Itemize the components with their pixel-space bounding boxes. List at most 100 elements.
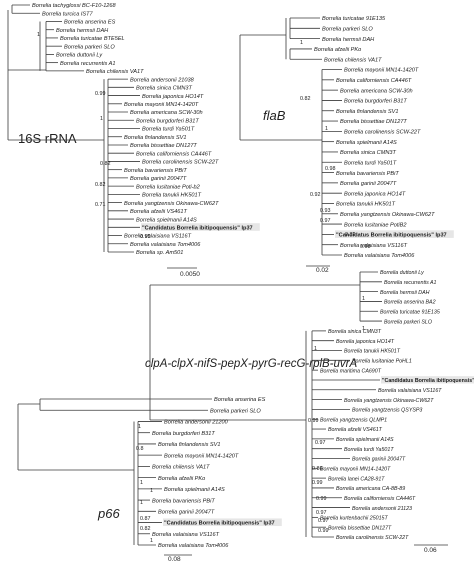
- support-value-flab: 0.98: [325, 166, 336, 172]
- taxon-label-flab: Borrelia carolinensis SCW-22T: [344, 130, 421, 136]
- taxon-label-mlsa: Borrelia kurtenbachii 25015T: [320, 516, 388, 522]
- taxon-label-flab: Borrelia parkeri SLO: [322, 27, 373, 33]
- taxon-label-16s: Borrelia bavariensis PBiT: [124, 168, 187, 174]
- taxon-label-16s: Borrelia turicatae BTE5EL: [60, 36, 125, 42]
- support-value-mlsa: 0.99: [318, 528, 329, 534]
- support-value-p66: 1: [140, 480, 143, 486]
- taxon-label-16s: Borrelia chilensis VA1T: [86, 69, 144, 75]
- taxon-label-mlsa: Borrelia tanukii HK501T: [344, 349, 401, 355]
- scale-label-flab: 0.02: [316, 267, 329, 274]
- taxon-label-flab: Borrelia sinica CMN3T: [340, 150, 397, 156]
- taxon-label-flab: Borrelia tanukii HK501T: [336, 202, 396, 208]
- taxon-label-mlsa: Borrelia parkeri SLO: [384, 319, 432, 325]
- taxon-label-16s: Borrelia bissettiae DN127T: [130, 143, 197, 149]
- taxon-label-16s: Borrelia garinii 20047T: [130, 176, 187, 182]
- support-value-mlsa: 0.99: [312, 480, 323, 486]
- taxon-label-flab: Borrelia californiensis CA446T: [336, 78, 412, 84]
- support-value-mlsa: 1: [362, 326, 365, 332]
- taxon-label-16s: Borrelia carolinensis SCW-22T: [142, 160, 219, 166]
- support-value-p66: 1: [150, 488, 153, 494]
- taxon-label-flab: Borrelia turdi Ya501T: [344, 160, 397, 166]
- scale-label-p66: 0.08: [168, 556, 181, 563]
- scale-label-mlsa: 0.06: [424, 547, 437, 554]
- taxon-label-mlsa: Borrelia americana CA-8B-89: [336, 486, 405, 492]
- support-value-flab: 0.93: [320, 208, 331, 214]
- taxon-label-16s: Borrelia parkeri SLO: [64, 44, 115, 50]
- panel-title-16s: 16S rRNA: [18, 131, 77, 146]
- taxon-label-16s: Borrelia tachyglossi BC-F10-1268: [32, 3, 117, 9]
- taxon-label-mlsa: Borrelia turicatae 91E135: [380, 309, 440, 315]
- support-value-flab: 0.82: [300, 96, 311, 102]
- support-value-p66: 1: [138, 424, 141, 430]
- support-value-mlsa: 1: [362, 296, 365, 302]
- support-value-p66: 0.8: [136, 446, 144, 452]
- support-value-mlsa: 0.97: [315, 440, 326, 446]
- taxon-label-mlsa: Borrelia hermsii DAH: [380, 290, 430, 296]
- support-value-flab: 1: [300, 40, 303, 46]
- taxon-label-16s: Borrelia finlandensis SV1: [124, 135, 187, 141]
- highlight-box-p66: [163, 518, 282, 527]
- panel-title-p66: p66: [97, 506, 120, 521]
- support-value-16s: 0.82: [95, 182, 106, 188]
- support-value-16s: 0.71: [95, 202, 106, 208]
- support-value-flab: 0.97: [320, 218, 331, 224]
- support-value-16s: 1: [37, 32, 40, 38]
- taxon-label-flab: Borrelia valaisiana VS116T: [340, 243, 408, 249]
- taxon-label-16s: Borrelia andersonii 21038: [130, 77, 195, 83]
- support-value-mlsa: 0.99: [316, 496, 327, 502]
- support-value-flab: 0.98: [360, 244, 371, 250]
- support-value-16s: 0.82: [100, 161, 111, 167]
- panel-title-mlsa: clpA-clpX-nifS-pepX-pyrG-recG-rplB-uvrA: [145, 358, 357, 370]
- taxon-label-flab: Borrelia lusitaniae PotiB2: [344, 222, 407, 228]
- taxon-label-16s: Borrelia yangtzensis Okinawa-CW62T: [124, 201, 219, 207]
- support-value-p66: 1: [140, 500, 143, 506]
- taxon-label-16s: Borrelia recurrentis A1: [60, 61, 115, 67]
- taxon-label-p66: Borrelia garinii 20047T: [158, 510, 215, 516]
- support-value-mlsa: 1: [314, 346, 317, 352]
- support-value-p66: 1: [150, 538, 153, 544]
- taxon-label-p66: Borrelia bavariensis PBiT: [152, 498, 215, 504]
- taxon-label-mlsa: Borrelia maritima CA690T: [320, 368, 382, 374]
- taxon-label-flab: Borrelia afzelii PKo: [314, 47, 361, 53]
- taxon-label-mlsa: Borrelia lanei CA28-91T: [328, 476, 385, 482]
- taxon-label-mlsa: Borrelia anserina BA2: [384, 300, 436, 306]
- taxon-label-mlsa: Borrelia afzelii VS461T: [328, 427, 383, 433]
- taxon-label-p66: Borrelia valaisiana Tom4006: [158, 543, 229, 549]
- taxon-label-mlsa: "Candidatus Borrelia ibitipoquensis" Ip3…: [382, 378, 474, 384]
- support-value-flab: 1: [325, 126, 328, 132]
- support-value-mlsa: 0.97: [316, 510, 327, 516]
- taxon-label-mlsa: Borrelia turdi Ya501T: [344, 447, 394, 453]
- taxon-label-flab: Borrelia valaisiana Tom4006: [344, 253, 415, 259]
- taxon-label-16s: Borrelia tanukii HK501T: [142, 193, 202, 199]
- taxon-label-flab: Borrelia yangtzensis Okinawa-CW62T: [340, 212, 435, 218]
- taxon-label-16s: Borrelia americana SCW-30h: [130, 110, 203, 116]
- taxon-label-16s: "Candidatus Borrelia ibitipoquensis" Ip3…: [142, 226, 253, 232]
- taxon-label-flab: Borrelia hermsii DAH: [322, 37, 375, 43]
- support-value-mlsa: 0.99: [308, 418, 319, 424]
- highlight-box-16s: [141, 223, 260, 231]
- taxon-label-16s: Borrelia lusitaniae Poti-b2: [136, 184, 201, 190]
- taxon-label-16s: Borrelia sinica CMN3T: [136, 86, 193, 92]
- support-value-flab: 0.92: [310, 192, 321, 198]
- taxon-label-16s: Borrelia californiensis CA446T: [136, 151, 212, 157]
- taxon-label-mlsa: Borrelia yangtzensis QSYSP3: [352, 408, 422, 414]
- taxon-label-p66: Borrelia anserina ES: [214, 397, 266, 403]
- taxon-label-16s: Borrelia japonica HO14T: [142, 94, 204, 100]
- taxon-label-mlsa: Borrelia valaisiana VS116T: [378, 388, 442, 394]
- support-value-p66: 0.82: [140, 526, 151, 532]
- highlight-box-flab: [335, 230, 454, 238]
- taxon-label-16s: Borrelia duttonii Ly: [56, 53, 103, 59]
- taxon-label-16s: Borrelia turdi Ya501T: [142, 127, 195, 133]
- taxon-label-p66: Borrelia mayonii MN14-1420T: [164, 453, 239, 459]
- taxon-label-16s: Borrelia burgdorferi B31T: [136, 118, 199, 124]
- taxon-label-flab: Borrelia garinii 20047T: [340, 181, 397, 187]
- taxon-label-flab: Borrelia burgdorferi B31T: [344, 99, 407, 105]
- scale-label-16s: 0.0050: [180, 271, 200, 278]
- taxon-label-p66: "Candidatus Borrelia ibitipoquensis" Ip3…: [164, 521, 275, 527]
- taxon-label-mlsa: Borrelia yangtzensis QLMP1: [320, 417, 387, 423]
- taxon-label-p66: Borrelia finlandensis SV1: [158, 442, 221, 448]
- taxon-label-mlsa: Borrelia garinii 20047T: [352, 457, 406, 463]
- taxon-label-flab: Borrelia bavariensis PBiT: [336, 171, 399, 177]
